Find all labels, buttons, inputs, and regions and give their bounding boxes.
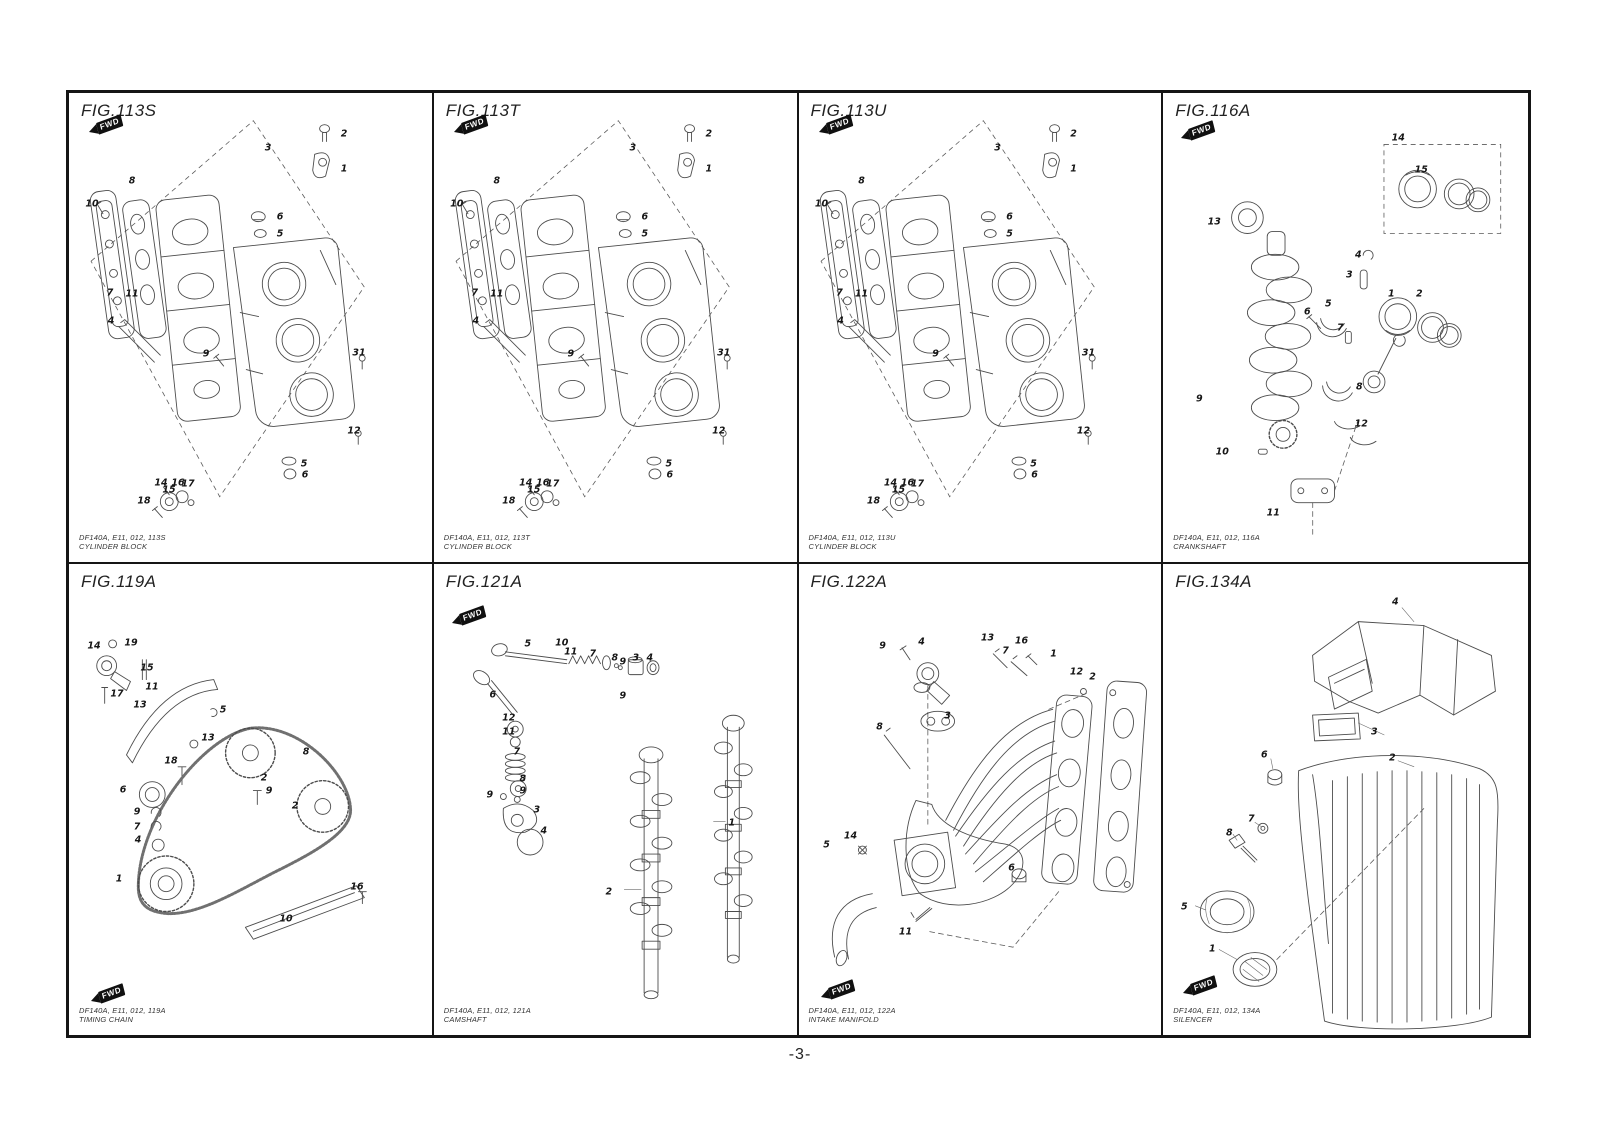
caption-part-name: SILENCER xyxy=(1173,1015,1213,1025)
caption-model-codes: DF140A, E11, 012, 134A xyxy=(1173,1005,1261,1015)
figure-caption: DF140A, E11, 012, 122A INTAKE MANIFOLD xyxy=(809,1006,896,1026)
timing-chain-diagram xyxy=(96,639,367,940)
figure-caption: DF140A, E11, 012, 113T CYLINDER BLOCK xyxy=(444,533,530,553)
silencer-diagram xyxy=(1195,607,1499,1030)
caption-part-name: CRANKSHAFT xyxy=(1173,542,1227,552)
page-number: -3- xyxy=(788,1046,812,1063)
caption-model-codes: DF140A, E11, 012, 121A xyxy=(443,1005,531,1015)
caption-model-codes: DF140A, E11, 012, 122A xyxy=(808,1005,896,1015)
figure-title: FIG.113T xyxy=(445,101,521,120)
caption-part-name: TIMING CHAIN xyxy=(79,1015,134,1025)
intake-manifold-diagram xyxy=(831,645,1147,967)
crankshaft-diagram xyxy=(1231,144,1502,537)
cylinder-block-diagram xyxy=(819,120,1096,518)
figure-caption: DF140A, E11, 012, 113S CYLINDER BLOCK xyxy=(79,533,166,553)
caption-part-name: CYLINDER BLOCK xyxy=(79,542,148,552)
camshaft-diagram xyxy=(472,643,753,1000)
caption-model-codes: DF140A, E11, 012, 116A xyxy=(1173,532,1260,542)
figure-title: FIG.134A xyxy=(1175,572,1253,591)
figure-title: FIG.113U xyxy=(810,101,887,120)
figure-title: FIG.121A xyxy=(445,572,523,591)
caption-part-name: CYLINDER BLOCK xyxy=(808,542,877,552)
figure-caption: DF140A, E11, 012, 119A TIMING CHAIN xyxy=(79,1006,166,1026)
caption-model-codes: DF140A, E11, 012, 113T xyxy=(443,532,531,542)
figure-title: FIG.113S xyxy=(81,101,157,120)
figure-title: FIG.116A xyxy=(1175,101,1251,120)
figure-caption: DF140A, E11, 012, 116A CRANKSHAFT xyxy=(1173,533,1260,553)
cylinder-block-diagram xyxy=(89,120,366,518)
cylinder-block-diagram xyxy=(454,120,731,518)
caption-part-name: CAMSHAFT xyxy=(443,1015,487,1025)
caption-model-codes: DF140A, E11, 012, 113S xyxy=(79,532,166,542)
figure-caption: DF140A, E11, 012, 134A SILENCER xyxy=(1173,1006,1260,1026)
figure-title: FIG.122A xyxy=(810,572,888,591)
figure-caption: DF140A, E11, 012, 121A CAMSHAFT xyxy=(444,1006,531,1026)
caption-part-name: INTAKE MANIFOLD xyxy=(808,1015,879,1025)
figure-title: FIG.119A xyxy=(81,572,157,591)
caption-model-codes: DF140A, E11, 012, 113U xyxy=(808,532,896,542)
figure-caption: DF140A, E11, 012, 113U CYLINDER BLOCK xyxy=(809,533,896,553)
caption-model-codes: DF140A, E11, 012, 119A xyxy=(79,1005,166,1015)
caption-part-name: CYLINDER BLOCK xyxy=(443,542,512,552)
